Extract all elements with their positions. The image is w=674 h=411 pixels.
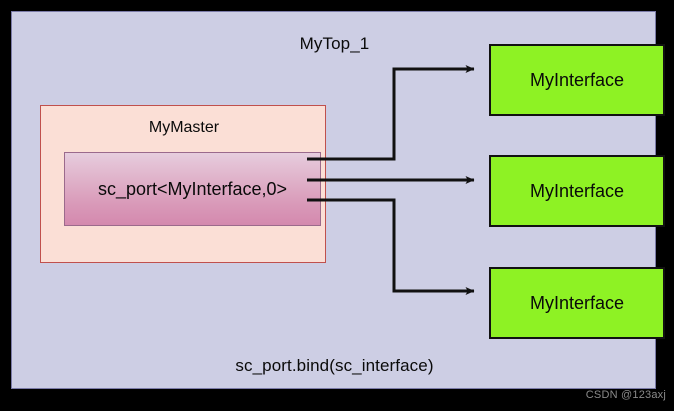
csdn-watermark: CSDN @123axj <box>585 389 666 401</box>
interface-label-0: MyInterface <box>529 69 625 90</box>
interface-box-2: MyInterface <box>489 267 665 339</box>
mymaster-module-title: MyMaster <box>148 119 220 136</box>
interface-label-2: MyInterface <box>529 292 625 313</box>
interface-box-1: MyInterface <box>489 155 665 227</box>
sc-port-label: sc_port<MyInterface,0> <box>97 178 288 199</box>
mytop-module-title: MyTop_1 <box>299 34 370 53</box>
interface-box-0: MyInterface <box>489 44 665 116</box>
mytop-module-box: MyTop_1 MyMaster sc_port<MyInterface,0> … <box>11 11 665 389</box>
sc-port-block: sc_port<MyInterface,0> <box>64 152 321 226</box>
interface-label-1: MyInterface <box>529 180 625 201</box>
bind-call-caption: sc_port.bind(sc_interface) <box>235 356 434 375</box>
mymaster-module-box: MyMaster sc_port<MyInterface,0> <box>40 105 326 263</box>
